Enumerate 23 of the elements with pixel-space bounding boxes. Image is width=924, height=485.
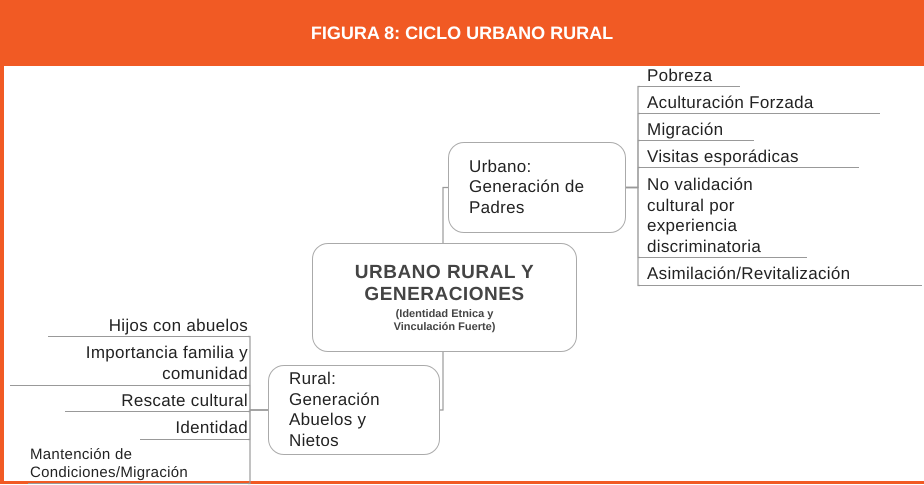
connector-line	[248, 409, 268, 484]
list-item: Migración	[640, 120, 754, 141]
topic-heading: URBANO RURAL Y GENERACIONES	[354, 262, 536, 306]
list-item: Rescate cultural	[65, 391, 248, 412]
branch-text: Rural: Generación Abuelos y Nietos	[289, 369, 381, 451]
list-item: Visitas esporádicas	[640, 147, 859, 168]
branch-text: Urbano: Generación de Padres	[469, 156, 586, 218]
list-item: Mantención de Condiciones/Migración	[28, 446, 248, 484]
list-item: Aculturación Forzada	[640, 93, 880, 114]
topic-subtitle: (Identidad Etnica y Vinculación Fuerte)	[392, 308, 496, 334]
list-item: Pobreza	[640, 66, 740, 87]
list-item: Asimilación/Revitalización	[640, 264, 922, 286]
list-item: Identidad	[140, 418, 248, 440]
title: FIGURA 8: CICLO URBANO RURAL	[310, 22, 614, 44]
list-item: Hijos con abuelos	[48, 316, 248, 337]
list-item: Importancia familia y comunidad	[10, 343, 248, 386]
branch-box	[448, 142, 626, 233]
list-item: No validación cultural por experiencia discriminatoria	[640, 175, 807, 258]
connector-line	[626, 186, 640, 286]
connector-line	[440, 352, 444, 411]
connector-line	[442, 186, 448, 243]
branch-box	[268, 365, 440, 455]
topic-box	[312, 243, 577, 352]
